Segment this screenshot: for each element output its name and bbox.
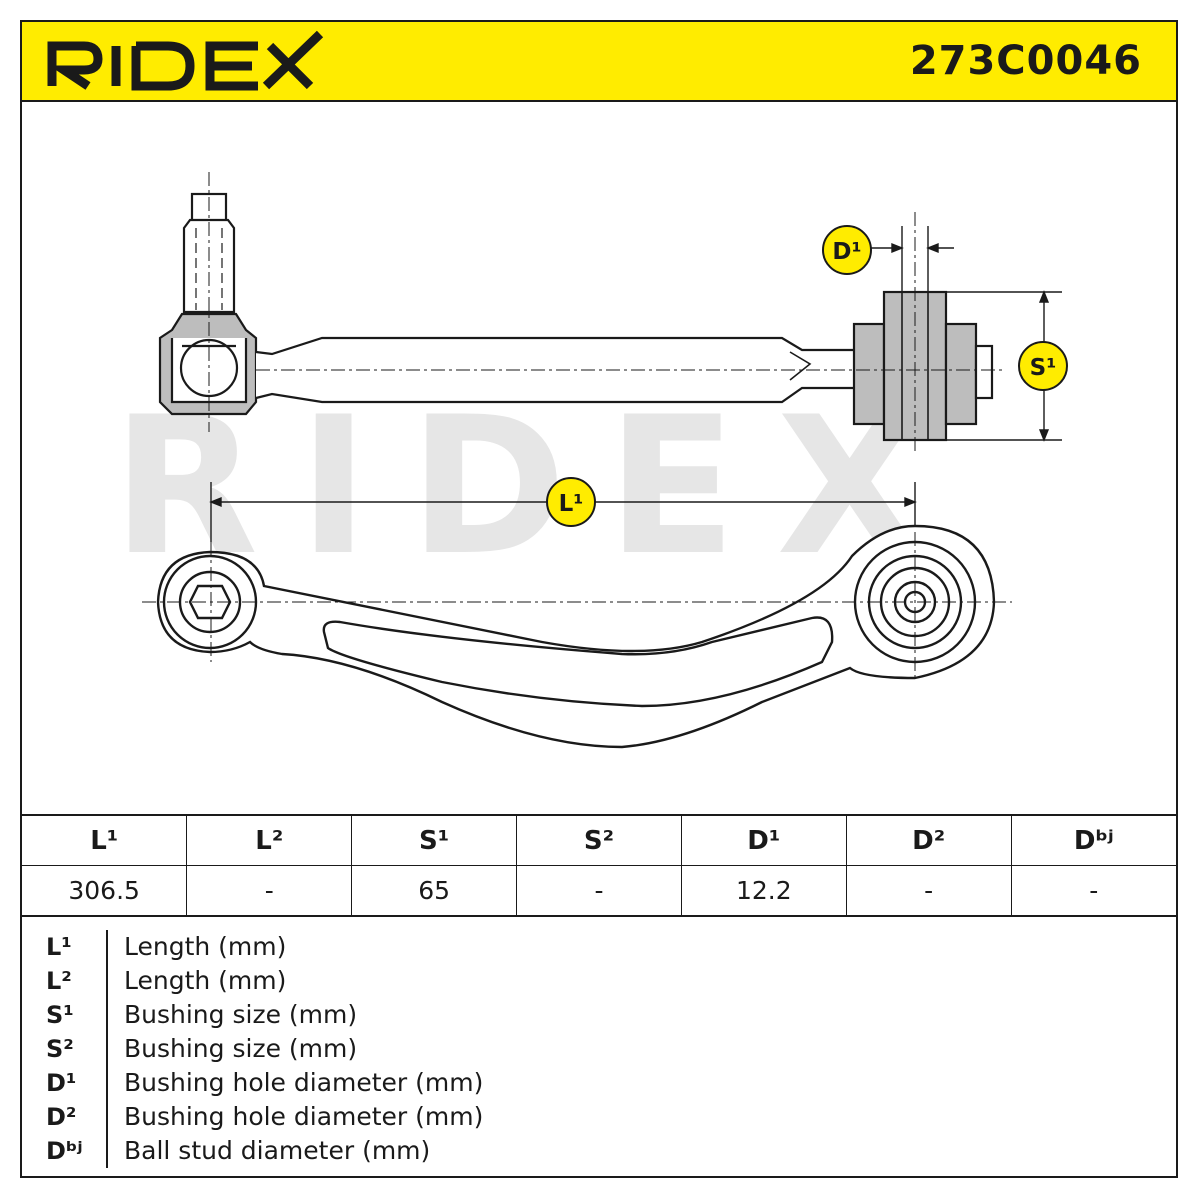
legend-divider bbox=[106, 930, 108, 1168]
spec-header-s2: S² bbox=[516, 815, 682, 866]
arm-body-side bbox=[156, 524, 996, 749]
legend-description: Length (mm) bbox=[124, 932, 287, 961]
spec-header-s1: S¹ bbox=[351, 815, 517, 866]
top-view bbox=[158, 172, 1002, 452]
legend-row-l1: L¹ Length (mm) bbox=[22, 930, 1176, 964]
dimension-l1: L¹ bbox=[209, 477, 917, 542]
legend-symbol: Dᵇʲ bbox=[46, 1137, 83, 1165]
spec-value-s1: 65 bbox=[351, 865, 517, 916]
legend-description: Bushing hole diameter (mm) bbox=[124, 1102, 484, 1131]
bushing-flange-right bbox=[944, 322, 978, 426]
legend-row-d1: D¹ Bushing hole diameter (mm) bbox=[22, 1066, 1176, 1100]
spec-table: L¹ L² S¹ S² D¹ D² Dᵇʲ 306.5 - 65 - 12.2 … bbox=[22, 814, 1176, 917]
legend-row-l2: L² Length (mm) bbox=[22, 964, 1176, 998]
ridex-logo-icon bbox=[47, 30, 324, 91]
brand-logo bbox=[44, 30, 334, 98]
legend-row-dbj: Dᵇʲ Ball stud diameter (mm) bbox=[22, 1134, 1176, 1168]
dimension-d1: D¹ bbox=[822, 225, 954, 292]
datasheet-frame: 273C0046 RIDEX bbox=[20, 20, 1178, 1178]
legend-symbol: D¹ bbox=[46, 1069, 77, 1097]
bushing-flange-left bbox=[852, 322, 886, 426]
side-view bbox=[142, 524, 1012, 749]
spec-value-dbj: - bbox=[1010, 865, 1176, 916]
spec-value-d1: 12.2 bbox=[680, 865, 847, 916]
arm-cutout bbox=[322, 616, 834, 708]
legend-symbol: S² bbox=[46, 1035, 74, 1063]
legend-description: Bushing size (mm) bbox=[124, 1000, 358, 1029]
spec-header-dbj: Dᵇʲ bbox=[1010, 815, 1176, 866]
technical-drawing: RIDEX bbox=[22, 102, 1176, 814]
legend-description: Bushing hole diameter (mm) bbox=[124, 1068, 484, 1097]
legend-row-d2: D² Bushing hole diameter (mm) bbox=[22, 1100, 1176, 1134]
spec-value-l1: 306.5 bbox=[68, 876, 140, 905]
legend-description: Bushing size (mm) bbox=[124, 1034, 358, 1063]
legend-description: Ball stud diameter (mm) bbox=[124, 1136, 431, 1165]
l1-badge bbox=[546, 477, 596, 527]
spec-value-l2: - bbox=[186, 865, 352, 916]
header-bar: 273C0046 bbox=[22, 22, 1176, 102]
s1-label: S¹ bbox=[1030, 355, 1057, 381]
legend-symbol: L¹ bbox=[46, 933, 72, 961]
part-number: 273C0046 bbox=[909, 38, 1142, 84]
spec-header-d1: D¹ bbox=[680, 815, 847, 866]
control-arm-drawing: RIDEX bbox=[112, 172, 1068, 749]
legend-row-s1: S¹ Bushing size (mm) bbox=[22, 998, 1176, 1032]
legend: L¹ Length (mm) L² Length (mm) S¹ Bushing… bbox=[22, 916, 1176, 1178]
d1-badge bbox=[822, 225, 872, 275]
s1-badge bbox=[1018, 341, 1068, 391]
legend-symbol: L² bbox=[46, 967, 72, 995]
spec-header-d2: D² bbox=[845, 815, 1012, 866]
spec-header-l1: L¹ bbox=[22, 815, 187, 866]
spec-header-l2: L² bbox=[186, 815, 352, 866]
spec-value-d2: - bbox=[845, 865, 1012, 916]
legend-description: Length (mm) bbox=[124, 966, 287, 995]
l1-label: L¹ bbox=[559, 491, 584, 517]
dimension-s1: S¹ bbox=[946, 290, 1068, 442]
spec-value-s2: - bbox=[516, 865, 682, 916]
legend-row-s2: S² Bushing size (mm) bbox=[22, 1032, 1176, 1066]
spec-table-header-row: L¹ L² S¹ S² D¹ D² Dᵇʲ bbox=[22, 815, 1176, 866]
spec-table-value-row: 306.5 - 65 - 12.2 - - bbox=[22, 865, 1176, 916]
legend-symbol: S¹ bbox=[46, 1001, 74, 1029]
d1-label: D¹ bbox=[832, 239, 861, 265]
legend-symbol: D² bbox=[46, 1103, 77, 1131]
